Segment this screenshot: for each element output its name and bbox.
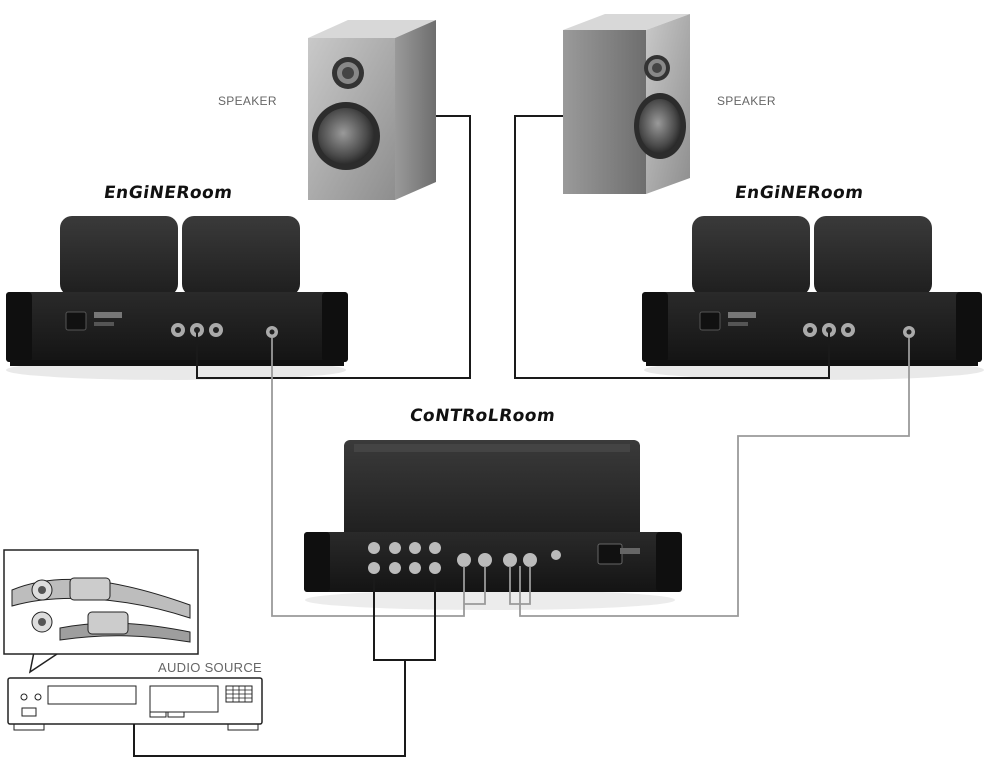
amp-left-brand-logo: EnGiNERoom [102, 183, 234, 203]
preamp-control-room [304, 440, 682, 610]
connector-detail-callout [3, 549, 199, 674]
preamp-brand-logo: CoNTRoLRoom [408, 406, 557, 426]
speaker-right-label: SPEAKER [717, 94, 776, 108]
amp-left [6, 216, 348, 380]
speaker-cables [196, 115, 830, 379]
audio-source-label: AUDIO SOURCE [158, 660, 263, 675]
amp-right-brand-logo: EnGiNERoom [733, 183, 865, 203]
speaker-right [563, 14, 690, 194]
speaker-left-label: SPEAKER [218, 94, 277, 108]
interconnect-cables [271, 338, 910, 617]
source-cables [133, 574, 436, 757]
audio-source-player [7, 677, 263, 731]
speaker-left [308, 20, 436, 200]
amp-right [642, 216, 984, 380]
